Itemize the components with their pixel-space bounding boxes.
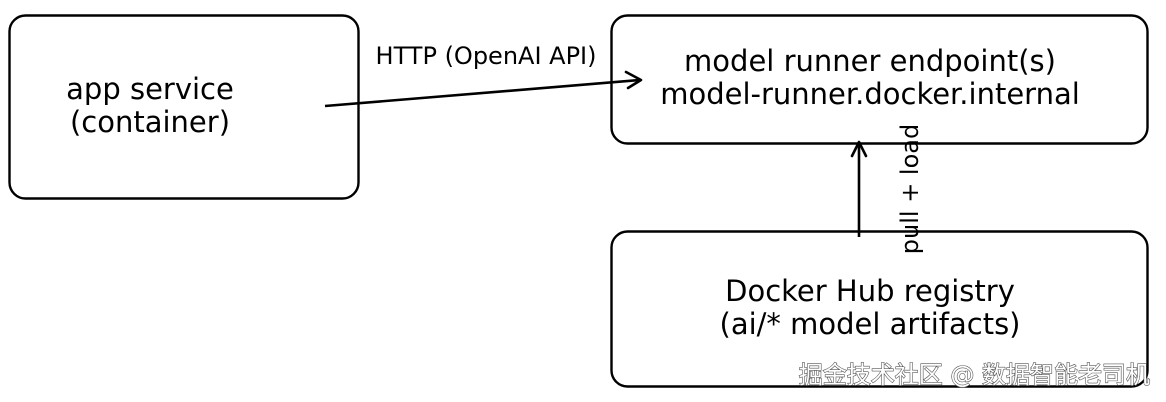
edge-pull-load-label: pull + load (896, 124, 924, 254)
edge-http-arrowhead (624, 70, 643, 90)
node-app-service-label-line2: (container) (70, 105, 230, 139)
edge-http-line (324, 78, 641, 108)
node-model-runner-label-line1: model runner endpoint(s) (684, 44, 1056, 78)
node-model-runner: model runner endpoint(s) model-runner.do… (610, 14, 1149, 145)
edge-http-label: HTTP (OpenAI API) (376, 42, 597, 70)
node-model-runner-box (610, 14, 1149, 145)
node-docker-hub-label-line1: Docker Hub registry (725, 274, 1015, 308)
edge-http: HTTP (OpenAI API) (324, 42, 643, 108)
node-app-service-box (8, 14, 360, 200)
node-docker-hub-box (610, 230, 1149, 388)
edge-pull-load: pull + load (850, 124, 924, 254)
node-app-service: app service (container) (8, 14, 360, 200)
node-app-service-label-line1: app service (66, 72, 234, 106)
node-docker-hub: Docker Hub registry (ai/* model artifact… (610, 230, 1149, 388)
node-model-runner-label-line2: model-runner.docker.internal (660, 77, 1080, 111)
edge-pull-load-arrowhead (850, 140, 868, 158)
node-docker-hub-label-line2: (ai/* model artifacts) (720, 307, 1021, 341)
watermark-text: 掘金技术社区 @ 数据智能老司机 (799, 361, 1150, 389)
